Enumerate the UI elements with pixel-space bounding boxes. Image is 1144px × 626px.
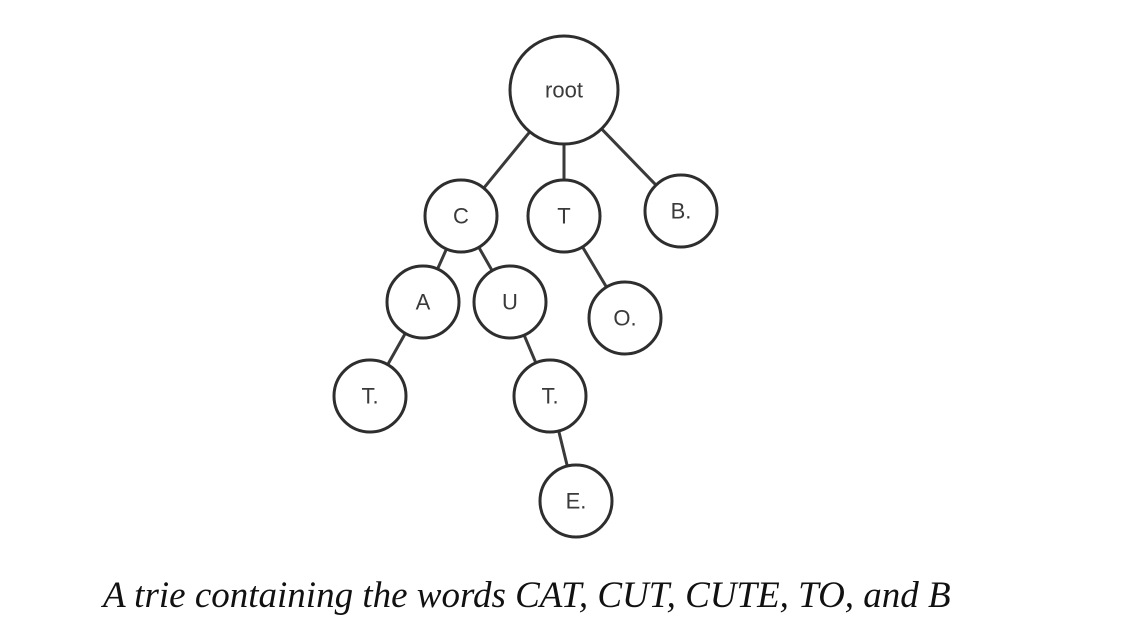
edge-root-c [482, 130, 532, 190]
node-circle [385, 264, 461, 340]
node-label: U [502, 290, 518, 315]
node-circle [423, 178, 499, 254]
trie-node-u: U [472, 264, 548, 340]
node-circle [508, 34, 620, 146]
trie-node-t3: T. [512, 358, 588, 434]
edge-t1-o [581, 245, 608, 289]
node-circle [643, 173, 719, 249]
node-circle [526, 178, 602, 254]
trie-node-e: E. [538, 463, 614, 539]
node-label: T. [541, 384, 558, 409]
node-circle [538, 463, 614, 539]
node-circle [512, 358, 588, 434]
node-circle [587, 280, 663, 356]
node-label: T [557, 204, 570, 229]
trie-node-b: B. [643, 173, 719, 249]
edge-t3-e [557, 429, 569, 468]
diagram-caption: A trie containing the words CAT, CUT, CU… [103, 575, 951, 616]
trie-node-c: C [423, 178, 499, 254]
edge-c-u [477, 245, 494, 273]
trie-node-a: A [385, 264, 461, 340]
node-label: root [545, 78, 583, 103]
trie-node-root: root [508, 34, 620, 146]
node-label: T. [361, 384, 378, 409]
node-label: E. [566, 489, 587, 514]
node-circle [472, 264, 548, 340]
edge-root-b [600, 127, 658, 187]
edge-a-t2 [386, 331, 407, 367]
node-label: A [416, 290, 431, 315]
node-circle [332, 358, 408, 434]
trie-node-t1: T [526, 178, 602, 254]
node-label: O. [613, 306, 636, 331]
trie-node-o: O. [587, 280, 663, 356]
node-label: C [453, 204, 469, 229]
edge-c-a [436, 247, 448, 271]
trie-node-t2: T. [332, 358, 408, 434]
edge-u-t3 [522, 333, 538, 365]
trie-edges [386, 127, 658, 468]
node-label: B. [671, 199, 692, 224]
